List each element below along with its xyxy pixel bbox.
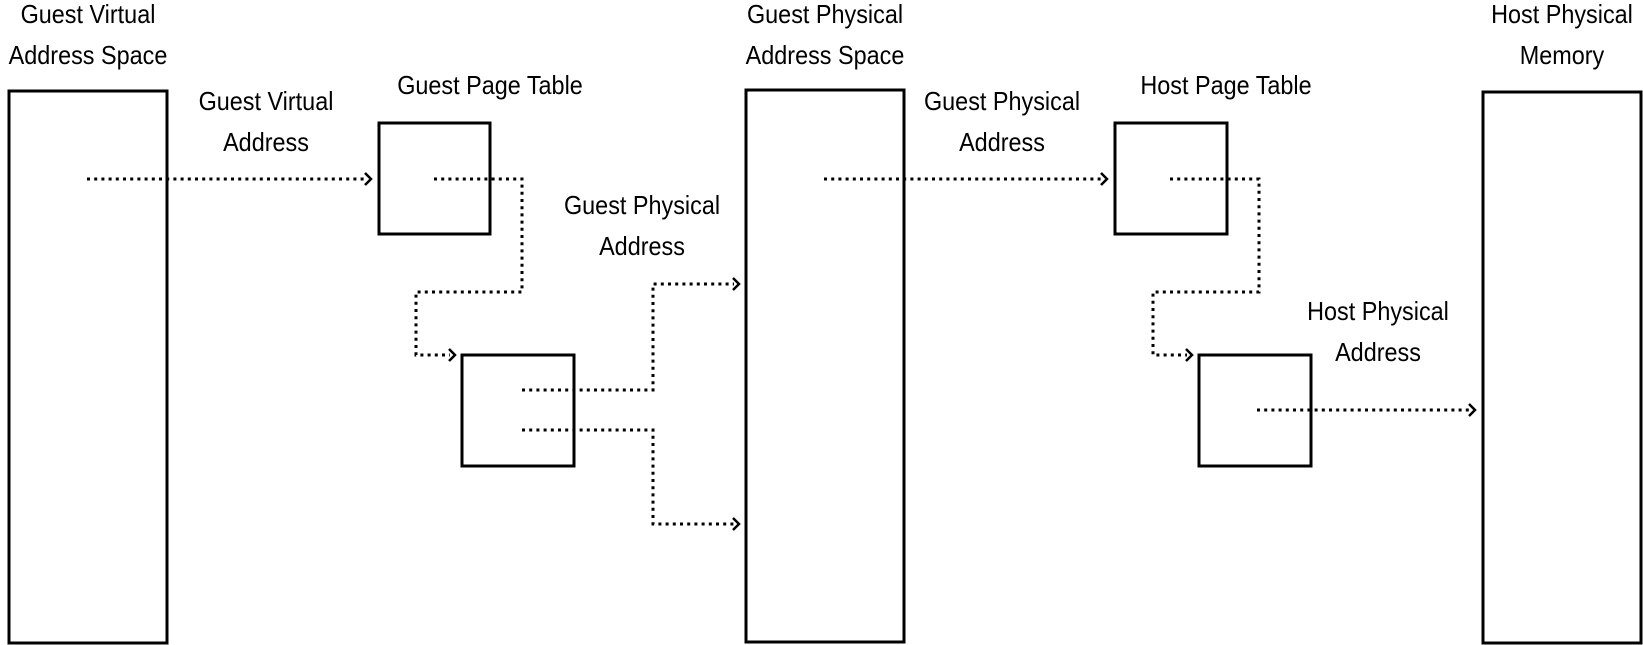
- host-physical-memory-box: [1481, 90, 1643, 645]
- label-guest-page-table: Guest Page Table: [397, 70, 583, 100]
- label-guest-virtual-address-space: Guest Virtual Address Space: [8, 0, 168, 70]
- arrowhead-to-guest-page-table-level2: [448, 348, 457, 362]
- label-guest-physical-address-left: Guest Physical Address: [563, 190, 721, 261]
- guest-page-table-level2-box: [460, 353, 576, 468]
- label-guest-physical-address-space: Guest Physical Address Space: [745, 0, 905, 70]
- label-guest-virtual-address: Guest Virtual Address: [198, 86, 334, 157]
- guest-physical-address-space-box: [744, 88, 906, 644]
- host-page-table-level2-box: [1197, 353, 1313, 468]
- label-host-physical-address: Host Physical Address: [1307, 296, 1449, 367]
- arrowhead-to-host-physical-memory: [1468, 403, 1477, 417]
- arrowhead-to-host-page-table: [1100, 172, 1109, 186]
- guest-physical-address-line-lower: [522, 428, 734, 526]
- label-host-physical-memory: Host Physical Memory: [1491, 0, 1633, 70]
- guest-table-walk-line: [414, 177, 524, 357]
- arrowhead-to-host-page-table-level2: [1185, 348, 1194, 362]
- host-table-walk-line: [1151, 177, 1261, 357]
- guest-virtual-address-space-box: [7, 89, 169, 645]
- arrowhead-to-guest-physical-space-upper: [732, 277, 741, 291]
- label-host-page-table: Host Page Table: [1140, 70, 1312, 100]
- guest-physical-address-line-upper: [522, 282, 734, 392]
- arrowhead-to-guest-physical-space-lower: [732, 517, 741, 531]
- arrowhead-to-guest-page-table: [364, 172, 373, 186]
- label-guest-physical-address-right: Guest Physical Address: [923, 86, 1081, 157]
